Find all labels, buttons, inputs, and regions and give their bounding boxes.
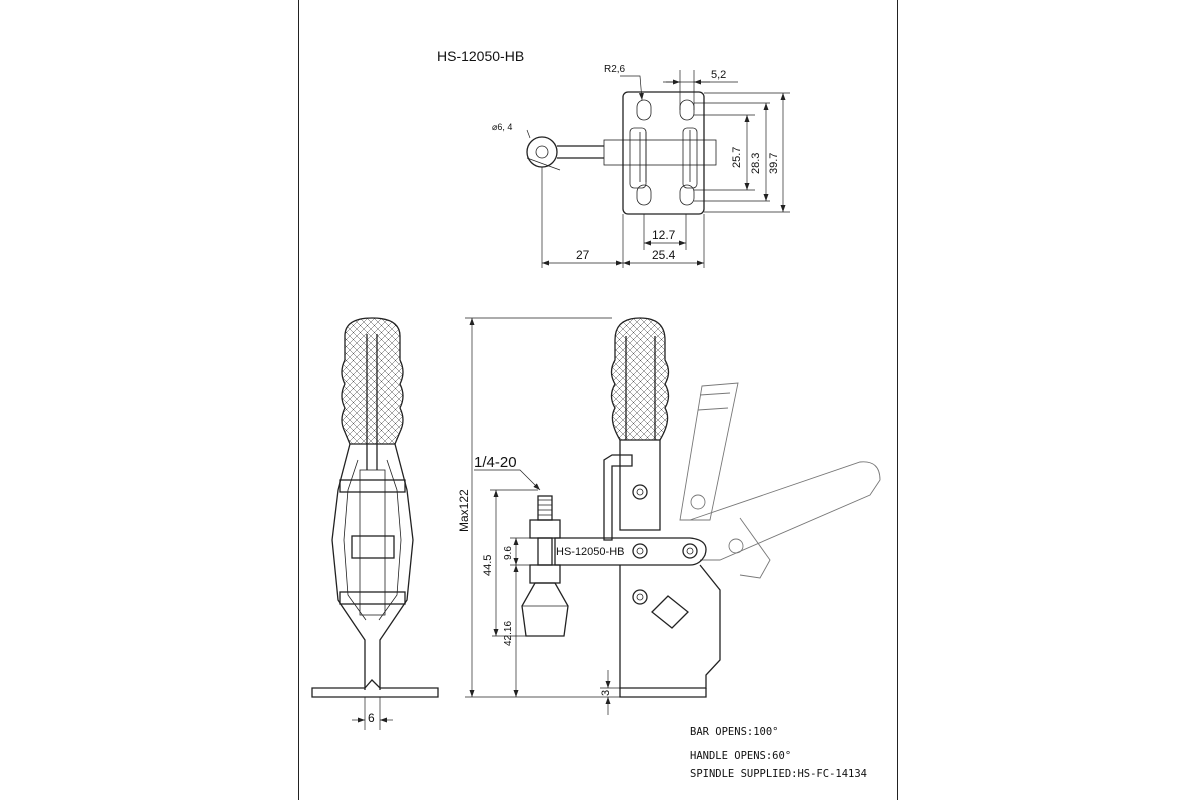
- open-position-ghost: [679, 382, 881, 579]
- arm-top: [603, 139, 717, 166]
- front-view: 6: [311, 317, 439, 730]
- spec-handle-opens: HANDLE OPENS:60°: [690, 750, 791, 762]
- spindle-ring: [526, 136, 558, 168]
- dim-42-16: 42.16: [503, 621, 514, 646]
- model-title: HS-12050-HB: [437, 48, 524, 64]
- pivot-pin: [339, 591, 406, 605]
- handle-grip-front: [341, 317, 404, 445]
- arm-label: HS-12050-HB: [556, 546, 624, 558]
- handle-lower: [619, 440, 661, 531]
- mount-slot: [636, 184, 652, 206]
- handle-shaft-side: [625, 336, 656, 440]
- dim-base-3: 3: [600, 690, 612, 696]
- spec-notes: BAR OPENS:100° HANDLE OPENS:60° SPINDLE …: [690, 726, 867, 780]
- pivot-pin: [339, 479, 406, 493]
- center-block: [359, 469, 386, 616]
- top-view: ⌀6, 4 R2,6 5,2 25.7 28.3 39.7 12.7 27 25…: [492, 64, 790, 268]
- body-side: [629, 127, 647, 189]
- dim-width-6: 6: [368, 711, 375, 725]
- drawing-sheet: [298, 0, 898, 800]
- dim-39-7: 39.7: [768, 153, 780, 174]
- base-front: [311, 679, 439, 698]
- body-lines: [639, 130, 691, 182]
- dim-slot: 5,2: [711, 69, 726, 81]
- dim-27: 27: [576, 248, 590, 262]
- dim-12-7: 12.7: [652, 228, 676, 242]
- base-side: [619, 688, 707, 698]
- clamp-arm: [554, 537, 707, 566]
- spindle-tip: [521, 582, 569, 637]
- mount-slot: [679, 99, 695, 121]
- pivot-pin: [351, 535, 395, 559]
- handle-shaft: [366, 334, 378, 470]
- dim-25-4: 25.4: [652, 248, 676, 262]
- spindle: [521, 495, 569, 637]
- dim-28-3: 28.3: [750, 153, 762, 174]
- dim-hole-dia: ⌀6, 4: [492, 122, 512, 132]
- spec-spindle: SPINDLE SUPPLIED:HS-FC-14134: [690, 768, 867, 780]
- side-view: HS-12050-HB 1/4-20 Max122 44.5: [457, 317, 881, 715]
- handle-grip-side: [610, 317, 670, 441]
- dim-max-height: Max122: [457, 489, 471, 532]
- dim-9-6: 9.6: [503, 546, 514, 560]
- mount-slot: [636, 99, 652, 121]
- thread-label: 1/4-20: [474, 454, 517, 471]
- base-plate-top: [622, 91, 705, 215]
- arm-neck: [557, 145, 604, 159]
- mount-slot: [679, 184, 695, 206]
- dim-44-5: 44.5: [482, 555, 494, 576]
- dim-radius: R2,6: [604, 64, 626, 75]
- stop-block: [651, 595, 689, 629]
- spec-bar-opens: BAR OPENS:100°: [690, 726, 779, 738]
- spindle-hole: [535, 145, 549, 159]
- body-side: [682, 127, 698, 189]
- dim-25-7: 25.7: [731, 147, 743, 168]
- body-frame: [331, 443, 414, 690]
- hook: [603, 454, 633, 541]
